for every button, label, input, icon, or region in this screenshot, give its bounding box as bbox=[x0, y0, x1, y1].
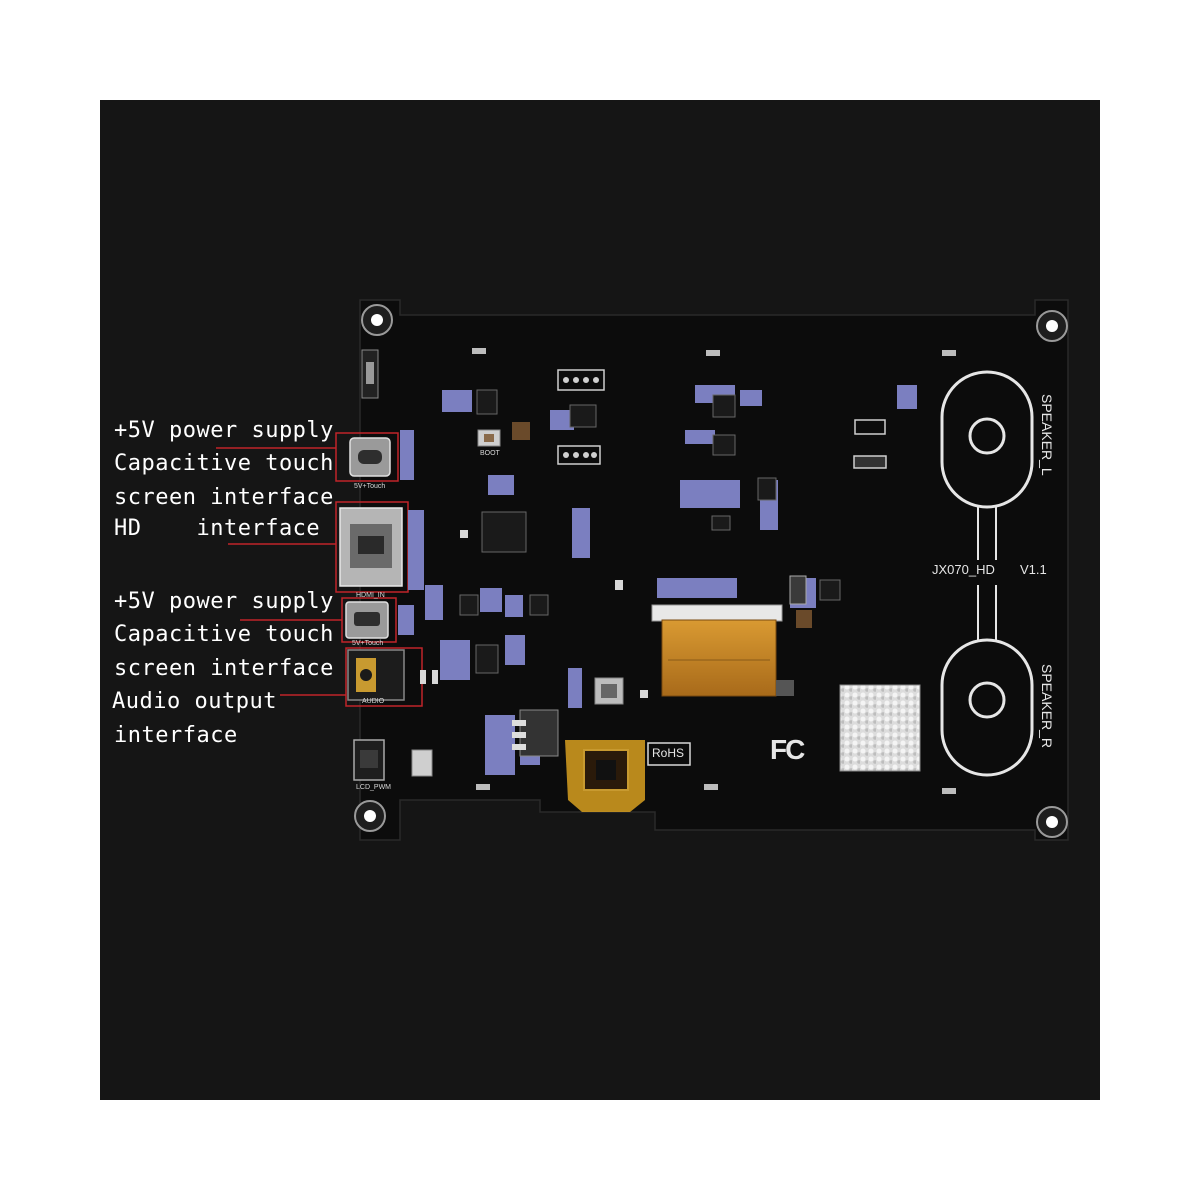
hdmi-port-icon bbox=[339, 507, 403, 587]
speaker-right-label: SPEAKER_R bbox=[1039, 664, 1055, 749]
boot-button-icon bbox=[477, 429, 501, 447]
foam-pad bbox=[839, 684, 921, 772]
label-touch-1b: screen interface bbox=[114, 485, 334, 510]
speaker-right-icon bbox=[940, 638, 1034, 777]
label-audio-b: interface bbox=[114, 723, 238, 748]
port-label-hdmi: HDMI_IN bbox=[356, 592, 385, 599]
label-power-supply-2: +5V power supply bbox=[114, 589, 334, 614]
touch-flex-cable-icon bbox=[565, 740, 645, 812]
side-connector-icon bbox=[512, 709, 559, 757]
label-touch-2b: screen interface bbox=[114, 656, 334, 681]
label-touch-1a: Capacitive touch bbox=[114, 451, 334, 476]
speaker-left-label: SPEAKER_L bbox=[1039, 394, 1055, 476]
rohs-text: RoHS bbox=[652, 746, 685, 760]
board-model: JX070_HD bbox=[932, 562, 995, 577]
micro-usb-port-icon bbox=[345, 601, 389, 639]
label-touch-2a: Capacitive touch bbox=[114, 622, 334, 647]
port-label-boot: BOOT bbox=[480, 450, 500, 457]
label-hd-interface: HD interface bbox=[114, 516, 321, 541]
lcd-pwm-connector-icon bbox=[353, 739, 433, 781]
board-version: V1.1 bbox=[1020, 562, 1047, 577]
rohs-badge bbox=[647, 742, 691, 766]
label-audio-a: Audio output bbox=[112, 689, 277, 714]
ic-chip-icon bbox=[459, 389, 841, 674]
fc-mark: FC bbox=[770, 734, 805, 765]
mounting-hole-icon bbox=[354, 304, 1068, 838]
pcb-board-photo bbox=[216, 299, 1069, 841]
switch-connector-icon bbox=[361, 349, 379, 399]
photo-background: 5V+Touch HDMI_IN 5V+Touch AUDIO LCD_PWM … bbox=[100, 100, 1100, 1100]
label-power-supply-1: +5V power supply bbox=[114, 418, 334, 443]
port-label-usb: 5V+Touch bbox=[352, 640, 384, 647]
usb-c-port-icon bbox=[349, 437, 391, 477]
tactile-switch-icon bbox=[594, 677, 624, 705]
ffc-connector-icon bbox=[651, 604, 794, 697]
audio-jack-icon bbox=[347, 649, 405, 701]
port-label-touch: 5V+Touch bbox=[354, 483, 386, 490]
speaker-left-icon bbox=[940, 370, 1034, 509]
port-label-lcd: LCD_PWM bbox=[356, 784, 392, 791]
port-label-audio: AUDIO bbox=[362, 698, 385, 705]
